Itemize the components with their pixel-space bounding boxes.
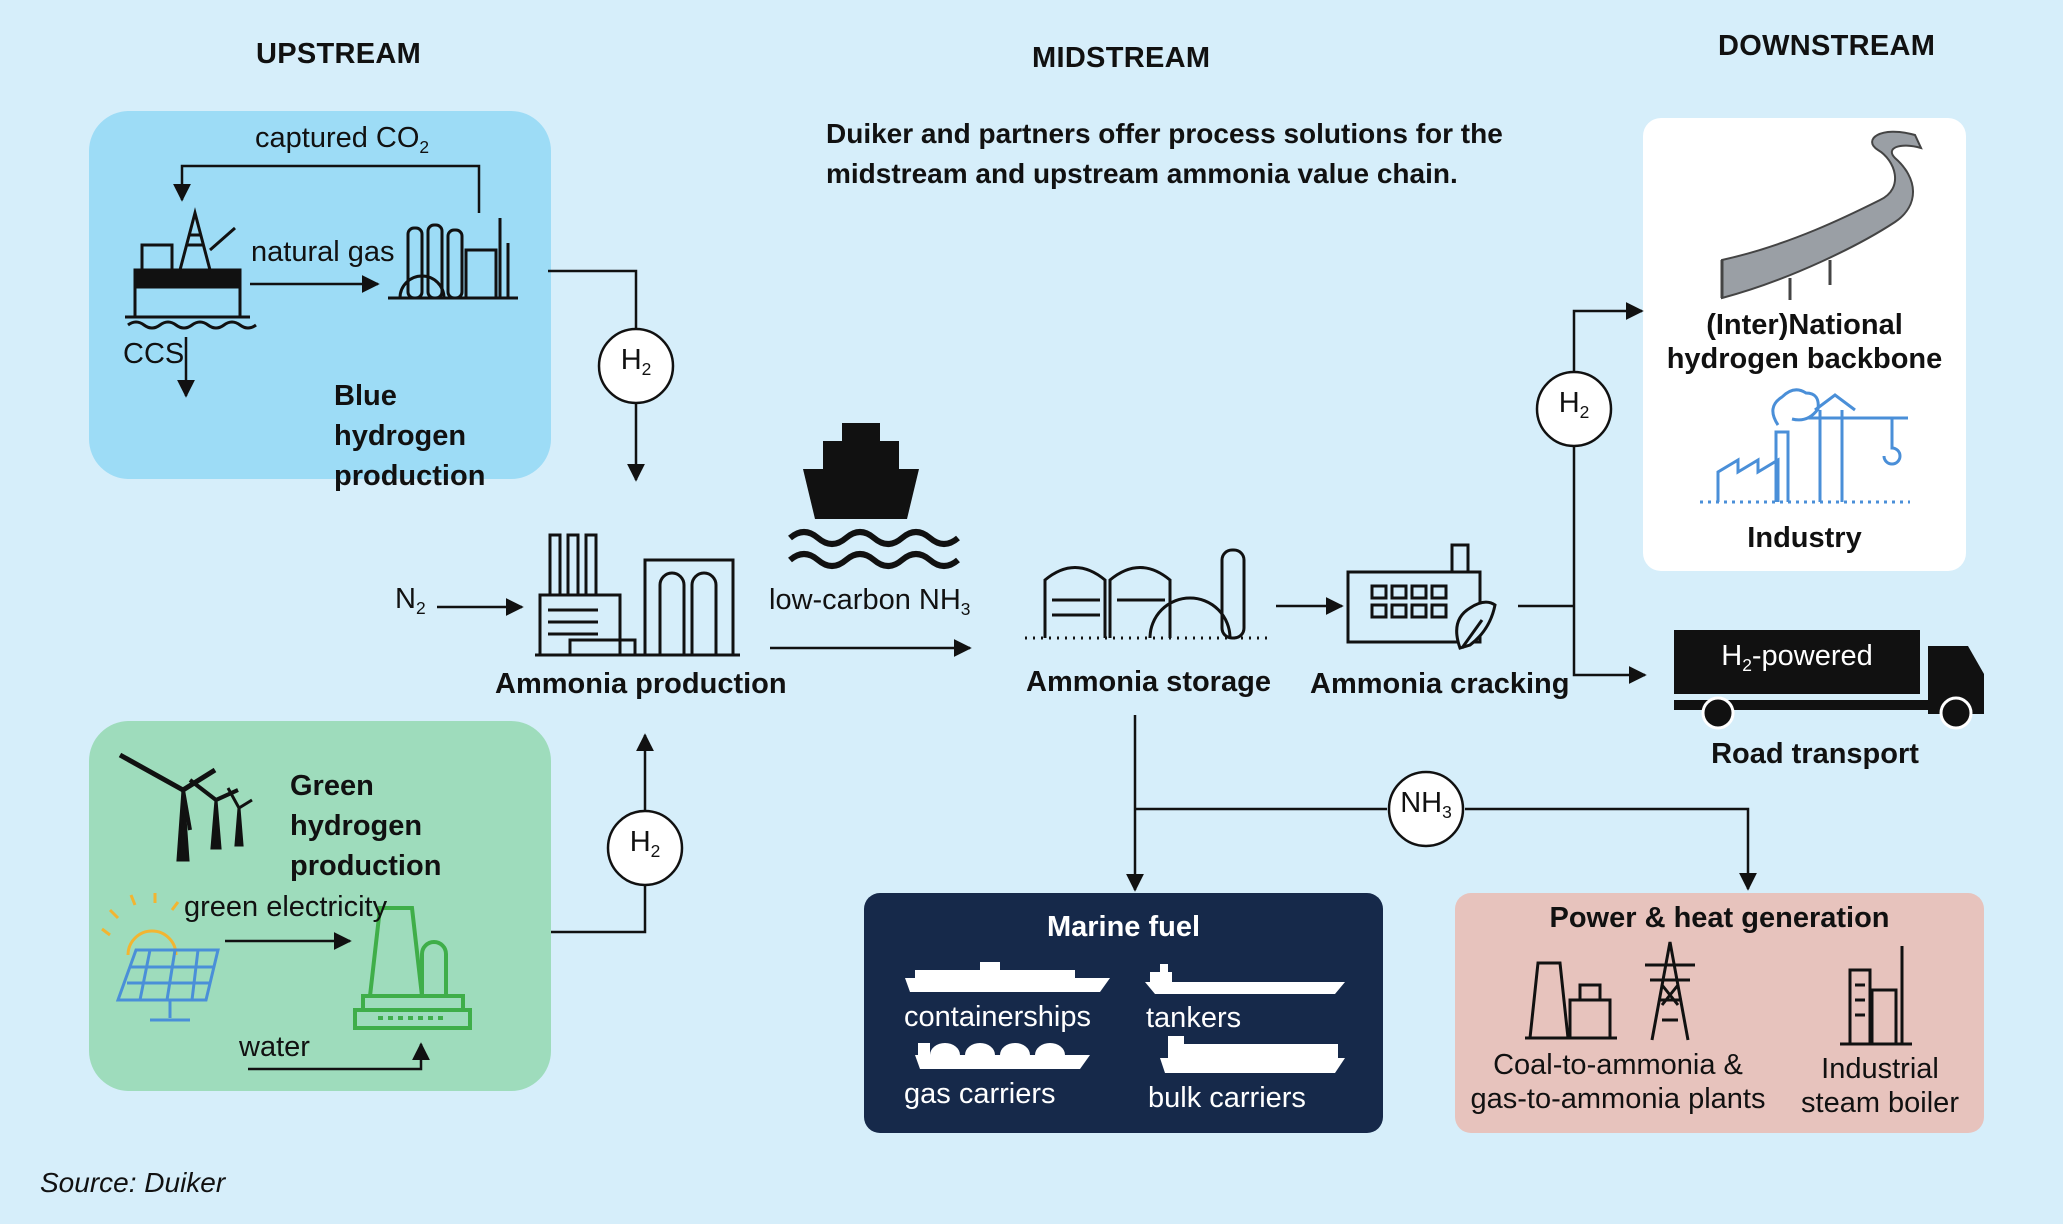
upstream-heading: UPSTREAM xyxy=(256,38,422,70)
blue-h2-line xyxy=(548,269,638,330)
truck-icon xyxy=(1674,630,1984,730)
ammonia-production-label: Ammonia production xyxy=(495,668,787,700)
ammonia-cracking-label: Ammonia cracking xyxy=(1310,668,1570,700)
nh3-circle xyxy=(1387,770,1465,848)
pipeline-icon xyxy=(1720,130,1923,300)
ship-icon xyxy=(788,423,960,569)
blue-hydrogen-title: Blue hydrogen production xyxy=(334,380,486,492)
power-heat-title: Power & heat generation xyxy=(1549,902,1890,934)
bulk-carrier-icon xyxy=(1160,1036,1345,1073)
ammonia-storage-icon xyxy=(1025,548,1270,640)
nh3-branch-arrow xyxy=(1465,807,1757,891)
midstream-heading: MIDSTREAM xyxy=(1032,42,1211,74)
low-carbon-nh3-label: low-carbon NH3 xyxy=(769,584,971,620)
tankers-label: tankers xyxy=(1146,1002,1242,1034)
green-h2-circle xyxy=(606,809,684,887)
green-hydrogen-title: Green hydrogen production xyxy=(290,770,442,882)
to-backbone-arrow xyxy=(1572,302,1644,372)
downstream-h2-circle xyxy=(1535,370,1613,448)
to-road-line xyxy=(1572,446,1647,684)
transmission-tower-icon xyxy=(1645,941,1695,1041)
electrolyser-icon xyxy=(353,906,472,1030)
containership-icon xyxy=(905,962,1110,992)
gas-carrier-icon xyxy=(915,1043,1090,1069)
blue-hydrogen-box xyxy=(89,111,551,479)
bulk-carriers-label: bulk carriers xyxy=(1148,1082,1306,1114)
natural-gas-label: natural gas xyxy=(251,236,395,268)
coal-gas-plants-label: Coal-to-ammonia & gas-to-ammonia plants xyxy=(1470,1049,1766,1115)
truck-label: H2-powered xyxy=(1721,640,1873,676)
green-electricity-label: green electricity xyxy=(184,891,388,923)
blue-h2-circle xyxy=(597,327,675,405)
wind-turbines-icon xyxy=(118,752,253,862)
nh3-circle-label: NH3 xyxy=(1400,787,1452,823)
source-note: Source: Duiker xyxy=(40,1167,226,1198)
steam-boiler-label: Industrial steam boiler xyxy=(1801,1053,1959,1119)
green-h2-label: H2 xyxy=(629,826,661,862)
ccs-label: CCS xyxy=(123,338,185,370)
n2-label: N2 xyxy=(395,583,426,619)
solar-panel-icon xyxy=(101,893,220,1022)
industry-label: Industry xyxy=(1747,522,1862,554)
containerships-label: containerships xyxy=(904,1001,1091,1033)
water-label: water xyxy=(239,1031,310,1063)
tanker-icon xyxy=(1145,964,1345,994)
captured-co2-arrow xyxy=(173,164,481,213)
gas-carriers-label: gas carriers xyxy=(904,1078,1056,1110)
offshore-platform-icon xyxy=(125,207,257,330)
marine-fuel-title: Marine fuel xyxy=(1046,911,1201,943)
intro-text: Duiker and partners offer process soluti… xyxy=(826,118,1503,189)
power-plant-icon xyxy=(1525,961,1617,1040)
industry-icon xyxy=(1700,388,1910,504)
backbone-label: (Inter)National hydrogen backbone xyxy=(1666,309,1943,375)
power-heat-box xyxy=(1455,893,1984,1133)
road-transport-label: Road transport xyxy=(1711,738,1919,770)
steam-boiler-icon xyxy=(1840,946,1912,1046)
ammonia-storage-label: Ammonia storage xyxy=(1026,666,1271,698)
ammonia-production-icon xyxy=(535,533,740,657)
downstream-h2-label: H2 xyxy=(1558,387,1590,423)
captured-co2-label: captured CO2 xyxy=(255,122,430,158)
gas-processing-plant-icon xyxy=(388,218,518,300)
green-h2-line xyxy=(551,883,647,934)
blue-h2-label: H2 xyxy=(620,344,652,380)
water-arrow xyxy=(248,1042,430,1071)
downstream-heading: DOWNSTREAM xyxy=(1718,30,1936,62)
ammonia-cracking-icon xyxy=(1346,543,1497,650)
